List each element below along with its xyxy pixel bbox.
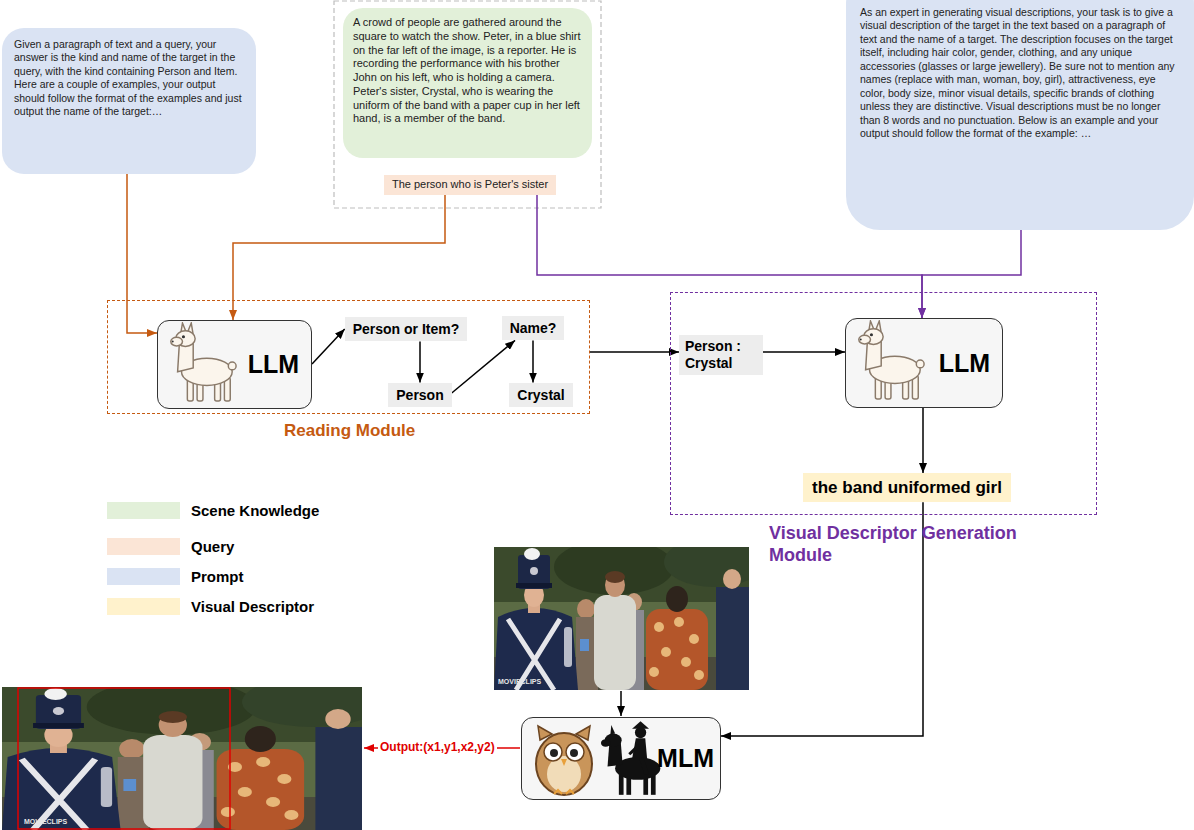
connector [590,351,679,353]
step-text: Person [396,387,443,404]
llm-box-fill [157,320,312,409]
legend-swatch [107,538,180,555]
output-image [2,677,383,830]
mlm-box-fill [521,717,721,800]
mlm-box: MLM [521,717,721,800]
legend-entry: Prompt [107,568,244,585]
legend-label: Query [191,538,234,555]
legend-label: Visual Descriptor [191,598,314,615]
module-title: Visual Descriptor Generation Module [769,523,1019,566]
visual-descriptor-box: the band uniformed girl [803,473,1011,502]
legend-swatch [107,598,180,615]
mlm-label: MLM [657,744,714,773]
step-text: Person or Item? [353,321,460,338]
legend-entry: Query [107,538,234,555]
connector [233,195,445,320]
connector [922,408,924,473]
llama-icon [171,323,236,401]
scene-text: A crowd of people are gathered around th… [353,16,582,126]
legend-swatch [107,502,180,519]
input-image [494,537,764,690]
llm-box: LLM [157,320,312,409]
connector [763,351,845,353]
legend-entry: Visual Descriptor [107,598,314,615]
step-box: Person [388,383,451,408]
owl-icon [536,726,592,795]
input-frame [334,1,601,208]
legend-label: Scene Knowledge [191,502,319,519]
watermark: MOVIECLIPS [24,818,67,826]
connector [312,329,345,364]
connector [419,341,421,382]
output-label: Output:(x1,y1,x2,y2) [378,740,497,754]
connector [532,340,534,382]
module-box: Reading ModuleLLMPerson or Item?PersonNa… [107,300,590,414]
step-box: Crystal [509,383,572,408]
llm-label: LLM [248,350,299,379]
rider-icon [601,721,660,795]
connector [127,174,157,333]
bounding-box [18,688,230,829]
legend-label: Prompt [191,568,244,585]
visual-descriptor-text: the band uniformed girl [812,477,1002,498]
connector [922,230,1021,318]
module-box: Visual Descriptor Generation ModulePerso… [670,292,1097,515]
step-text: Crystal [517,387,564,404]
prompt-box: Given a paragraph of text and a query, y… [2,28,256,174]
step-box: Person or Item? [345,317,468,342]
image-arrow [620,691,622,716]
query-box: The person who is Peter's sister [384,175,556,195]
connector [452,340,515,393]
llm-box: LLM [845,318,1003,408]
module-title: Reading Module [284,421,415,441]
legend-swatch [107,568,180,585]
watermark: MOVIECLIPS [498,678,541,686]
llama-icon [859,321,924,399]
step-box: Name? [502,316,565,341]
legend-entry: Scene Knowledge [107,502,319,519]
llm-label: LLM [939,349,990,378]
scene-knowledge-box: A crowd of people are gathered around th… [343,8,592,158]
step-text: Name? [510,320,557,337]
prompt-box: As an expert in generating visual descri… [846,0,1194,230]
target-box: Person : Crystal [679,335,763,375]
prompt-text: Given a paragraph of text and a query, y… [14,38,244,119]
prompt-text: As an expert in generating visual descri… [860,6,1180,140]
llm-box-fill [845,318,1003,408]
target-text: Person : Crystal [685,338,757,372]
query-text: The person who is Peter's sister [392,178,548,192]
